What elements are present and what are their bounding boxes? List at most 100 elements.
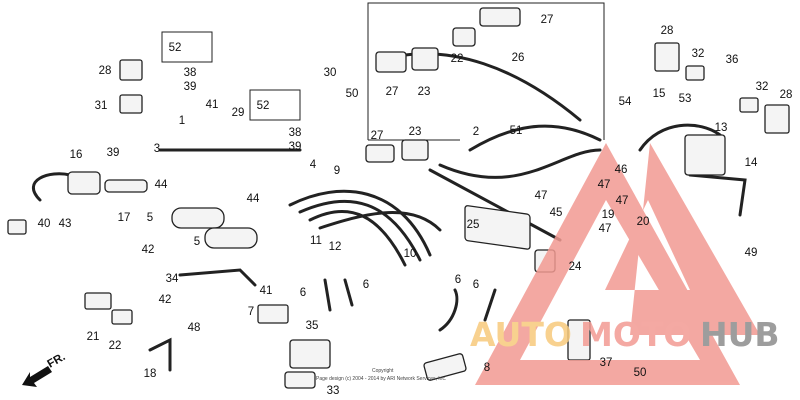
connector-23 xyxy=(411,47,439,71)
callout-label: 23 xyxy=(409,126,422,138)
callout-label: 20 xyxy=(637,216,650,228)
callout-label: 4 xyxy=(310,159,317,171)
bracket-34 xyxy=(178,268,257,287)
callout-label: 43 xyxy=(59,218,72,230)
callout-label: 33 xyxy=(327,385,340,397)
direction-label: FR. xyxy=(46,351,68,371)
callout-label: 41 xyxy=(206,99,219,111)
callout-label: 16 xyxy=(70,149,83,161)
callout-label: 44 xyxy=(247,193,260,205)
connector-27b xyxy=(365,144,395,163)
callout-label: 27 xyxy=(386,86,399,98)
callout-label: 21 xyxy=(87,331,100,343)
callout-label: 9 xyxy=(334,165,340,177)
callout-label: 6 xyxy=(363,279,369,291)
connector-32b xyxy=(739,97,759,113)
callout-label: 2 xyxy=(473,126,479,138)
watermark-triangle-icon xyxy=(605,143,760,335)
watermark-text-hub: HUB xyxy=(700,315,780,354)
harness-cable xyxy=(468,124,602,152)
connector-22-left xyxy=(111,309,133,325)
bracket-14 xyxy=(688,173,747,217)
plug-cap-6 xyxy=(323,278,332,312)
callout-label: 39 xyxy=(107,147,120,159)
callout-label: 45 xyxy=(550,207,563,219)
bracket-25 xyxy=(428,168,562,242)
callout-label: 35 xyxy=(306,320,319,332)
copyright-text: Page design (c) 2004 - 2014 by ARI Netwo… xyxy=(316,376,446,382)
bracket-18 xyxy=(148,337,172,372)
callout-label: 5 xyxy=(194,236,200,248)
watermark-text-auto: AUTO xyxy=(470,315,572,354)
callout-label: 29 xyxy=(232,107,245,119)
plug-cap-6 xyxy=(343,278,354,307)
relay-28 xyxy=(654,42,680,72)
callout-label: 25 xyxy=(467,219,480,231)
callout-label: 41 xyxy=(260,285,273,297)
ignition-wire xyxy=(298,199,422,262)
callout-label: 6 xyxy=(300,287,306,299)
callout-label: 38 xyxy=(184,67,197,79)
parts xyxy=(7,7,790,389)
callout-label: 37 xyxy=(600,357,613,369)
harness-group-box xyxy=(367,2,605,140)
callout-label: 47 xyxy=(598,179,611,191)
callout-label: 51 xyxy=(510,125,523,137)
callout-label: 18 xyxy=(144,368,157,380)
cable-16 xyxy=(31,172,72,202)
condenser-5 xyxy=(171,207,225,229)
connector-31 xyxy=(119,94,143,114)
connector-27 xyxy=(375,51,407,73)
callout-label: 27 xyxy=(371,130,384,142)
callout-label: 10 xyxy=(404,248,417,260)
unit-35 xyxy=(289,339,331,369)
callout-label: 13 xyxy=(715,122,728,134)
bracket-17 xyxy=(104,179,148,193)
callout-label: 22 xyxy=(451,53,464,65)
callout-label: 28 xyxy=(99,65,112,77)
arrow-left-icon xyxy=(22,366,52,387)
callout-label: 32 xyxy=(692,48,705,60)
callout-label: 40 xyxy=(38,218,51,230)
watermark-logo: AUTO MOTO HUB xyxy=(470,143,780,385)
callout-label: 24 xyxy=(569,261,582,273)
bolt-group-box-2 xyxy=(249,89,301,121)
control-unit xyxy=(464,205,531,250)
harness-cable xyxy=(438,148,602,179)
callout-label: 47 xyxy=(535,190,548,202)
callout-label: 44 xyxy=(155,179,168,191)
callout-label: 32 xyxy=(756,81,769,93)
relay-27 xyxy=(479,7,521,27)
callout-label: 11 xyxy=(310,235,322,247)
harness-strap xyxy=(378,52,582,122)
callout-label: 34 xyxy=(166,273,179,285)
copyright-title: Copyright xyxy=(372,368,394,374)
callout-label: 5 xyxy=(147,212,153,224)
group-boxes xyxy=(161,2,605,141)
callout-label: 30 xyxy=(324,67,337,79)
callout-label: 53 xyxy=(679,93,692,105)
callout-label: 50 xyxy=(634,367,647,379)
callout-label: 39 xyxy=(184,81,197,93)
callout-label: 31 xyxy=(95,100,108,112)
callout-label: 12 xyxy=(329,241,342,253)
callout-label: 48 xyxy=(188,322,201,334)
callout-label: 52 xyxy=(169,42,182,54)
connector-21 xyxy=(84,292,112,310)
unit-13 xyxy=(684,134,726,176)
sensor-16 xyxy=(67,171,101,195)
callout-label: 6 xyxy=(455,274,461,286)
callout-label: 42 xyxy=(159,294,172,306)
callout-label: 49 xyxy=(745,247,758,259)
callout-label: 14 xyxy=(745,157,758,169)
callout-label: 3 xyxy=(154,143,160,155)
relay-28b xyxy=(764,104,790,134)
callout-label: 6 xyxy=(473,279,479,291)
condenser-5b xyxy=(204,227,258,249)
callout-label: 54 xyxy=(619,96,632,108)
callout-label: 1 xyxy=(179,115,185,127)
connector-40 xyxy=(7,219,27,235)
connector-22 xyxy=(452,27,476,47)
